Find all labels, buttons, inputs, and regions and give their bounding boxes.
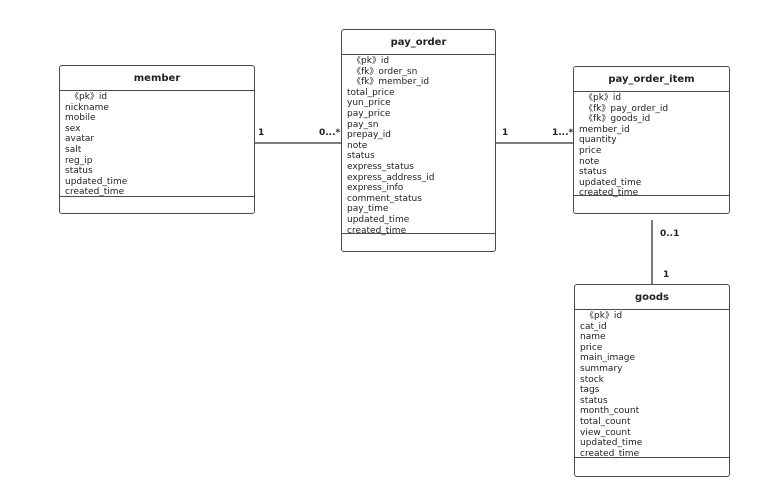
- attribute: express_address_id: [347, 172, 435, 183]
- entity-pay-order[interactable]: pay_order 《pk》id 《fk》order_sn 《fk》member…: [341, 29, 496, 252]
- attribute: cat_id: [580, 321, 607, 332]
- attribute: total_count: [580, 416, 631, 427]
- attribute-list: 《pk》id 《fk》pay_order_id 《fk》goods_id mem…: [574, 92, 729, 199]
- entity-title: member: [60, 66, 254, 91]
- attribute: updated_time: [579, 177, 642, 188]
- attribute: status: [579, 167, 607, 178]
- entity-operations-section: [575, 457, 729, 458]
- multiplicity-item-bottom: 0..1: [660, 229, 680, 239]
- attribute: pay_time: [347, 204, 389, 215]
- attribute: 《fk》order_sn: [352, 66, 418, 77]
- attribute: pay_sn: [347, 119, 379, 130]
- attribute: summary: [580, 363, 623, 374]
- attribute: reg_ip: [65, 155, 93, 166]
- attribute: view_count: [580, 427, 631, 438]
- multiplicity-goods-top: 1: [663, 270, 670, 280]
- attribute: created_time: [580, 448, 640, 459]
- entity-title: pay_order_item: [574, 67, 729, 92]
- attribute: updated_time: [347, 214, 410, 225]
- attribute: status: [65, 166, 93, 177]
- attribute: status: [580, 395, 608, 406]
- attribute: express_status: [347, 161, 414, 172]
- attribute: quantity: [579, 135, 617, 146]
- attribute: name: [580, 332, 606, 343]
- attribute: 《fk》goods_id: [584, 114, 651, 125]
- attribute: created_time: [347, 225, 407, 236]
- attribute: total_price: [347, 87, 395, 98]
- attribute: 《fk》member_id: [352, 77, 430, 88]
- attribute: note: [347, 140, 368, 151]
- attribute: member_id: [579, 124, 630, 135]
- attribute: 《pk》id: [585, 311, 623, 321]
- attribute-list: 《pk》id 《fk》order_sn 《fk》member_id total_…: [342, 55, 495, 236]
- attribute: stock: [580, 374, 604, 385]
- attribute: 《pk》id: [352, 56, 390, 66]
- attribute: tags: [580, 385, 600, 396]
- attribute: 《pk》id: [70, 92, 108, 102]
- attribute: comment_status: [347, 193, 422, 204]
- attribute: sex: [65, 123, 81, 134]
- attribute: status: [347, 151, 375, 162]
- entity-operations-section: [574, 195, 729, 196]
- attribute: updated_time: [65, 176, 128, 187]
- attribute: month_count: [580, 406, 640, 417]
- attribute: salt: [65, 144, 82, 155]
- attribute-list: 《pk》id cat_id name price main_image summ…: [575, 310, 729, 459]
- multiplicity-pay-order-right: 1: [502, 128, 509, 138]
- attribute: express_info: [347, 183, 404, 194]
- attribute: created_time: [579, 188, 639, 199]
- entity-title: goods: [575, 285, 729, 310]
- entity-title: pay_order: [342, 30, 495, 55]
- attribute: prepay_id: [347, 130, 392, 141]
- multiplicity-pay-order-side: 0...*: [319, 128, 341, 138]
- attribute: pay_price: [347, 108, 391, 119]
- multiplicity-item-left: 1...*: [552, 128, 574, 138]
- attribute: updated_time: [580, 438, 643, 449]
- entity-goods[interactable]: goods 《pk》id cat_id name price main_imag…: [574, 284, 730, 477]
- entity-operations-section: [60, 196, 254, 197]
- attribute: nickname: [65, 102, 109, 113]
- entity-pay-order-item[interactable]: pay_order_item 《pk》id 《fk》pay_order_id 《…: [573, 66, 730, 214]
- attribute: created_time: [65, 187, 125, 198]
- attribute-list: 《pk》id nickname mobile sex avatar salt r…: [60, 91, 254, 198]
- attribute: note: [579, 156, 600, 167]
- attribute: yun_price: [347, 98, 391, 109]
- attribute: mobile: [65, 113, 96, 124]
- attribute: price: [579, 145, 602, 156]
- attribute: price: [580, 342, 603, 353]
- attribute: 《pk》id: [584, 93, 622, 103]
- entity-member[interactable]: member 《pk》id nickname mobile sex avatar…: [59, 65, 255, 214]
- attribute: avatar: [65, 134, 95, 145]
- attribute: main_image: [580, 353, 636, 364]
- attribute: 《fk》pay_order_id: [584, 103, 669, 114]
- entity-operations-section: [342, 233, 495, 234]
- multiplicity-member-side: 1: [258, 128, 265, 138]
